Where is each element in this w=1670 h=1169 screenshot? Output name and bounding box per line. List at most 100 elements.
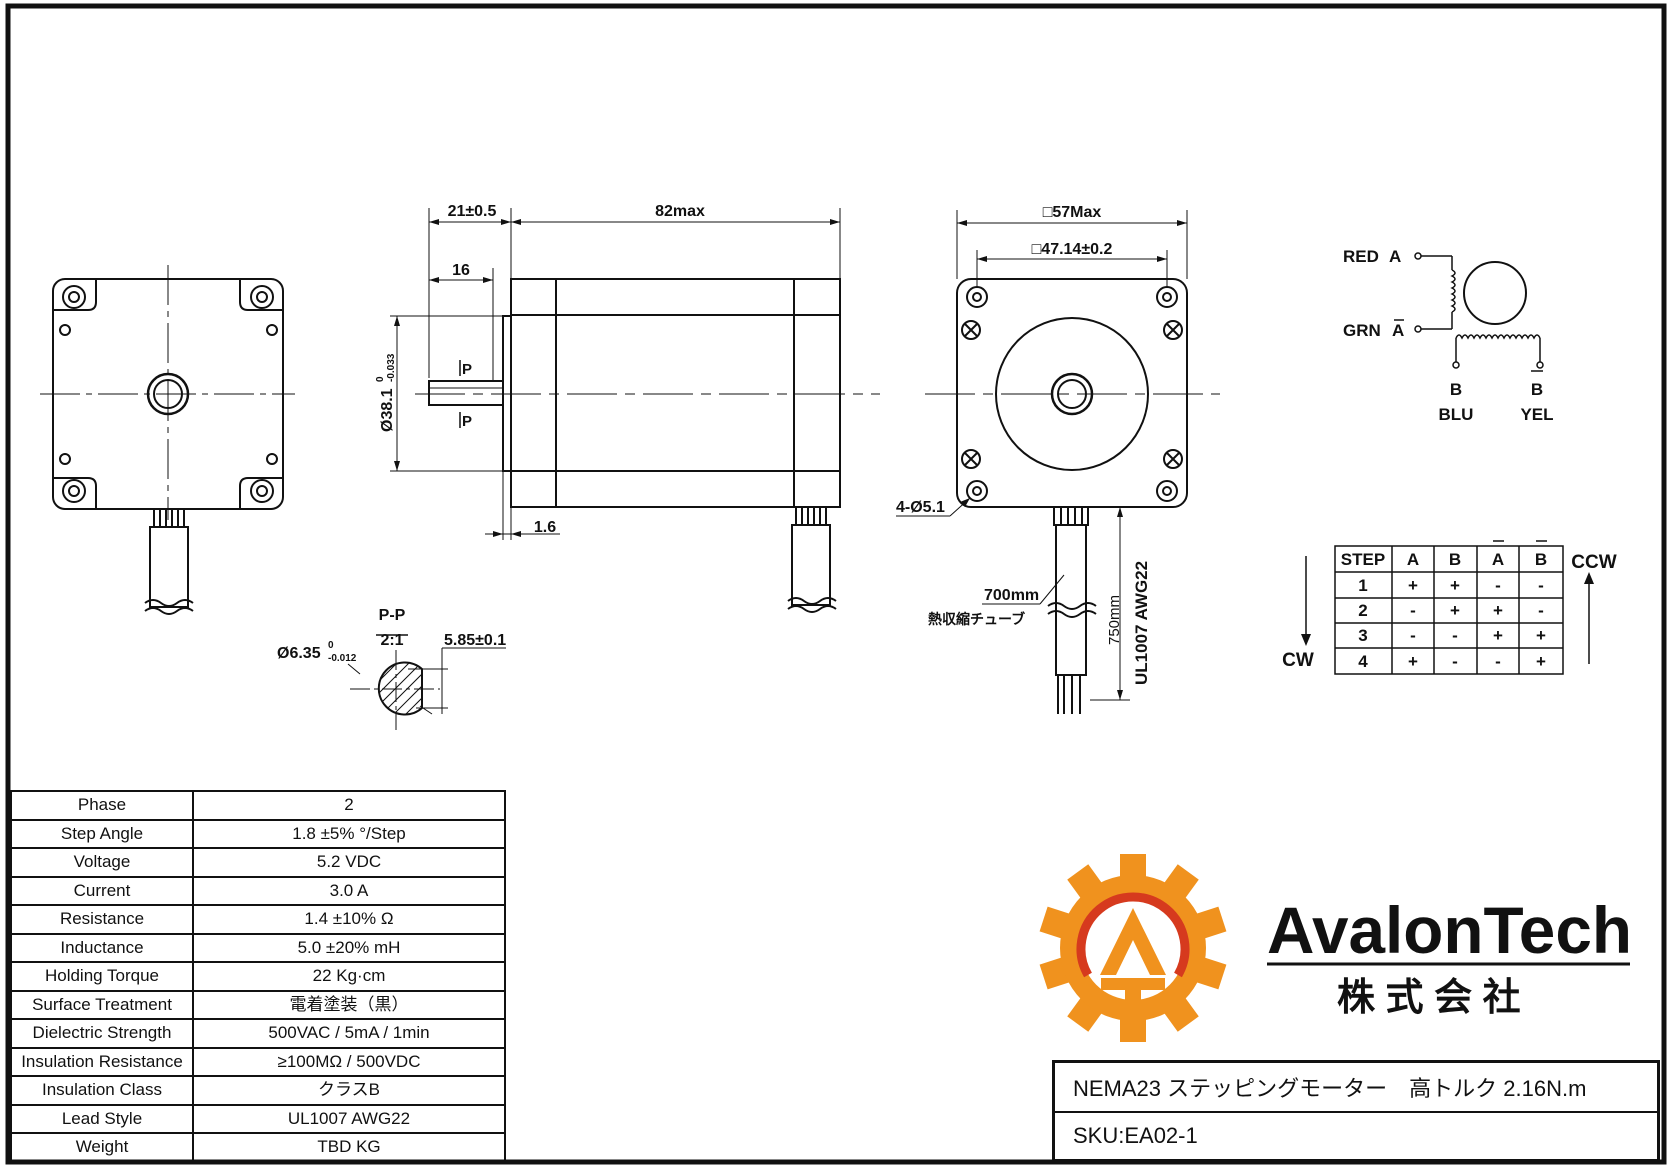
spec-value: 500VAC / 5mA / 1min <box>192 1018 506 1049</box>
spec-label: Weight <box>10 1132 194 1163</box>
logo-subtitle: 株 式 会 社 <box>1337 977 1521 1019</box>
step-polarity: - <box>1410 601 1416 620</box>
spec-value: クラスB <box>192 1075 506 1106</box>
dim-mount-holes: 4-Ø5.1 <box>896 499 945 516</box>
wire-b-label: B <box>1450 380 1462 399</box>
side-view <box>390 208 880 613</box>
step-polarity: + <box>1493 626 1503 645</box>
dim-shaft-flat: 16 <box>452 262 470 279</box>
section-view <box>347 634 506 730</box>
step-polarity: + <box>1536 626 1546 645</box>
spec-label: Holding Torque <box>10 961 194 992</box>
dim-frame-size: □57Max <box>1043 204 1102 221</box>
ccw-label: CCW <box>1571 552 1616 573</box>
spec-label: Resistance <box>10 904 194 935</box>
step-polarity: + <box>1450 576 1460 595</box>
gear-arc <box>1076 892 1190 978</box>
dim-boss-thickness: 1.6 <box>534 519 556 536</box>
spec-label: Insulation Resistance <box>10 1046 194 1077</box>
wiring-diagram <box>1394 252 1544 372</box>
title-product: NEMA23 ステッピングモーター 高トルク 2.16N.m <box>1073 1076 1587 1101</box>
step-table-arrows <box>1301 572 1594 646</box>
step-polarity: + <box>1536 652 1546 671</box>
wire-red-label: RED <box>1343 247 1379 266</box>
spec-value: 電着塗装（黒） <box>192 989 506 1020</box>
spec-label: Surface Treatment <box>10 989 194 1020</box>
step-table-header: STEP <box>1341 550 1385 569</box>
section-mark-bottom: P <box>462 413 472 430</box>
step-number: 4 <box>1358 652 1368 671</box>
step-number: 1 <box>1358 576 1367 595</box>
step-polarity: - <box>1495 652 1501 671</box>
logo-name: AvalonTech <box>1267 893 1632 967</box>
wire-blu-label: BLU <box>1439 405 1474 424</box>
spec-value: UL1007 AWG22 <box>192 1103 506 1134</box>
step-table <box>1305 540 1590 675</box>
dim-shaft-diameter: Ø6.35 <box>277 645 321 662</box>
step-table-header: A <box>1492 550 1504 569</box>
sheet-border <box>5 3 1667 1165</box>
step-polarity: - <box>1495 576 1501 595</box>
spec-value: 5.2 VDC <box>192 847 506 878</box>
spec-label: Step Angle <box>10 818 194 849</box>
step-number: 2 <box>1358 601 1367 620</box>
dim-shaft-tol-upper: 0 <box>328 640 334 651</box>
spec-value: 1.4 ±10% Ω <box>192 904 506 935</box>
wire-yel-label: YEL <box>1520 405 1553 424</box>
dim-boss-tol-lower: -0.033 <box>386 353 397 382</box>
side-view-dimension-arrows <box>394 219 840 537</box>
dim-body-length: 82max <box>655 203 705 220</box>
step-number: 3 <box>1358 626 1367 645</box>
spec-label: Current <box>10 875 194 906</box>
spec-label: Dielectric Strength <box>10 1018 194 1049</box>
spec-value: ≥100MΩ / 500VDC <box>192 1046 506 1077</box>
step-polarity: - <box>1452 652 1458 671</box>
step-polarity: - <box>1452 626 1458 645</box>
wire-a-bar-label: A <box>1392 321 1404 340</box>
dim-hole-pitch: □47.14±0.2 <box>1032 241 1113 258</box>
dim-lead-length: 750mm <box>1106 595 1123 645</box>
step-table-header: B <box>1449 550 1461 569</box>
section-scale: 2:1 <box>380 632 403 649</box>
rear-view <box>40 265 295 615</box>
dim-heat-shrink-length: 700mm <box>984 587 1039 604</box>
spec-label: Phase <box>10 790 194 821</box>
spec-label: Lead Style <box>10 1103 194 1134</box>
front-view <box>896 210 1220 714</box>
front-view-dimension-arrows <box>957 220 1187 700</box>
logo-a-letter <box>1100 908 1166 975</box>
step-table-header: B <box>1535 550 1547 569</box>
dim-boss-diameter-group: Ø38.1 0 -0.033 <box>375 353 397 432</box>
step-polarity: + <box>1450 601 1460 620</box>
wire-a-label: A <box>1389 247 1401 266</box>
heat-shrink-label: 熱収縮チューブ <box>928 611 1025 627</box>
spec-value: 2 <box>192 790 506 821</box>
spec-value: 1.8 ±5% °/Step <box>192 818 506 849</box>
spec-label: Inductance <box>10 932 194 963</box>
step-polarity: - <box>1538 576 1544 595</box>
dim-flange-length: 21±0.5 <box>448 203 497 220</box>
dim-flat-depth: 5.85±0.1 <box>444 632 506 649</box>
spec-label: Voltage <box>10 847 194 878</box>
step-table-header: A <box>1407 550 1419 569</box>
spec-value: 3.0 A <box>192 875 506 906</box>
cw-label: CW <box>1282 650 1314 671</box>
spec-value: 22 Kg·cm <box>192 961 506 992</box>
dim-boss-tol-upper: 0 <box>375 376 386 382</box>
logo-t-stem <box>1125 990 1141 1030</box>
spec-value: 5.0 ±20% mH <box>192 932 506 963</box>
step-polarity: + <box>1493 601 1503 620</box>
title-block: NEMA23 ステッピングモーター 高トルク 2.16N.m SKU:EA02-… <box>1052 1060 1660 1162</box>
step-polarity: + <box>1408 652 1418 671</box>
